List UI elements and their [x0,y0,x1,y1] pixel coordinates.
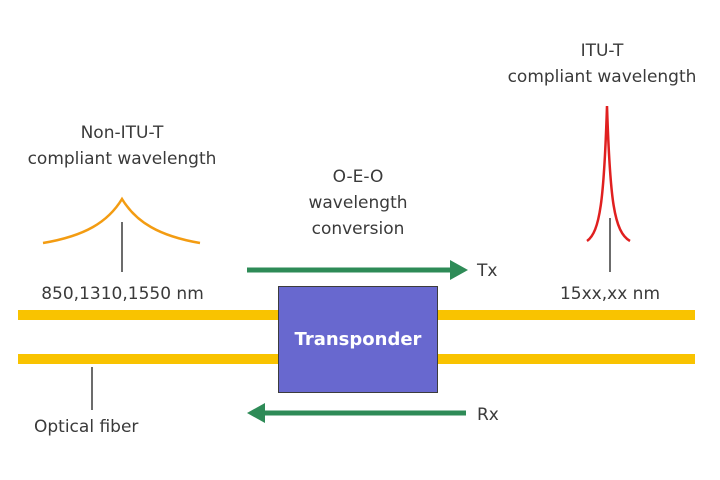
non-itu-spectrum-curve [42,196,201,245]
oeo-label-line3: conversion [311,219,405,239]
rx-arrow [247,403,466,423]
oeo-label-line2: wavelength [308,193,408,213]
tx-label: Tx [477,261,498,281]
non-itu-label: Non-ITU-T compliant wavelength [10,122,234,170]
tx-arrow [247,260,468,280]
optical-fiber-label: Optical fiber [34,417,139,437]
oeo-label-line1: O-E-O [332,167,384,187]
rx-label: Rx [477,405,499,425]
non-itu-label-line1: Non-ITU-T [80,123,164,143]
non-itu-label-line2: compliant wavelength [27,149,217,169]
client-wavelengths-label: 850,1310,1550 nm [41,284,204,304]
itu-label-line2: compliant wavelength [507,67,697,87]
transponder-label: Transponder [294,329,422,350]
itu-spectrum-curve [586,105,631,243]
oeo-label: O-E-O wavelength conversion [283,166,433,240]
line-wavelength-label: 15xx,xx nm [559,284,661,304]
itu-label: ITU-T compliant wavelength [495,40,709,88]
itu-label-line1: ITU-T [580,41,624,61]
transponder-box: Transponder [278,286,438,393]
